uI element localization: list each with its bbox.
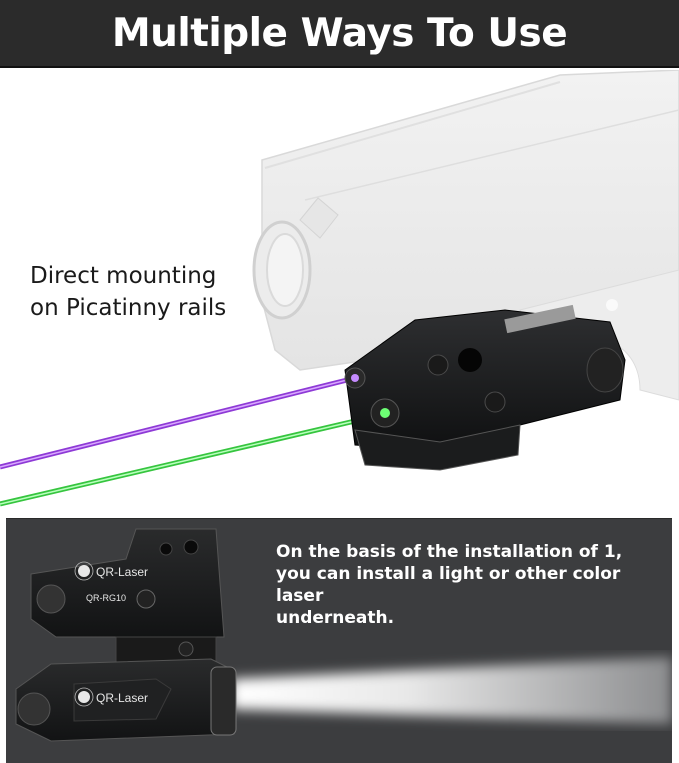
upper-brand-label: QR-Laser	[96, 565, 148, 579]
upper-model-label: QR-RG10	[86, 593, 126, 603]
mounting-caption-line-1: Direct mounting	[30, 263, 217, 289]
pistol-with-laser-image	[0, 70, 679, 507]
page-header: Multiple Ways To Use	[0, 0, 679, 68]
page-title: Multiple Ways To Use	[111, 10, 568, 56]
stacking-caption-line-3: underneath.	[276, 608, 395, 628]
mounting-section: Direct mounting on Picatinny rails	[0, 70, 679, 510]
stacking-caption-line-1: On the basis of the installation of 1,	[276, 542, 623, 562]
stacked-laser-and-light-image: QR-Laser QR-RG10 QR-Laser	[15, 528, 672, 742]
stacking-caption-line-2: you can install a light or other color l…	[276, 564, 621, 606]
mounting-caption-line-2: on Picatinny rails	[30, 295, 227, 321]
stacking-caption: On the basis of the installation of 1, y…	[276, 541, 666, 629]
mounting-caption: Direct mounting on Picatinny rails	[30, 260, 290, 324]
stacking-section: QR-Laser QR-RG10 QR-Laser On the basis o…	[6, 518, 672, 763]
lower-brand-label: QR-Laser	[96, 691, 148, 705]
